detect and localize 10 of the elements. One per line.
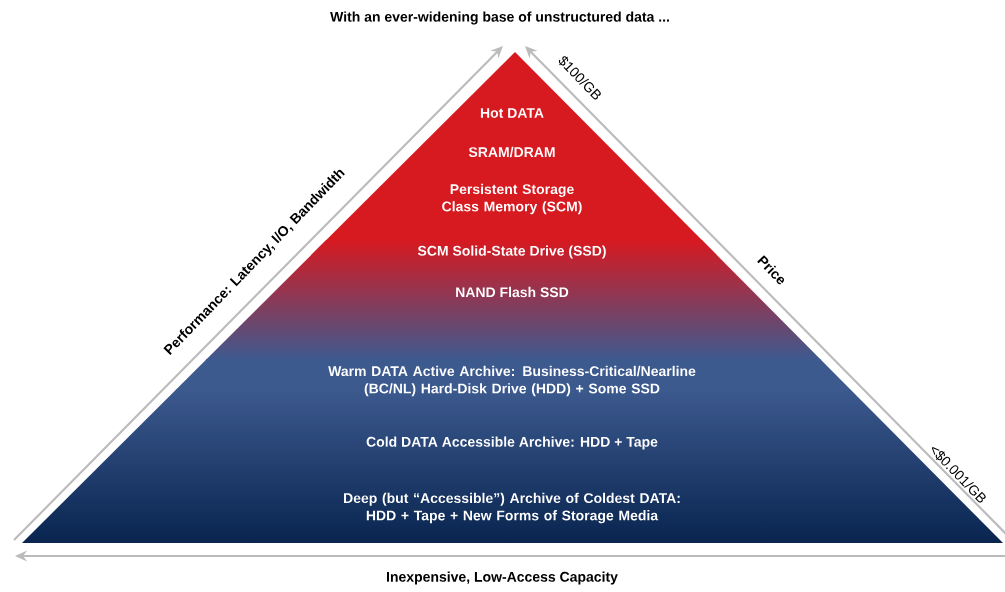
tier-label: Warm DATA Active Archive: Business-Critical/Nearline (BC/NL) Hard-Disk Drive (HDD) + Some SSD [328,365,696,397]
tier-label: SRAM/DRAM [468,146,555,158]
tier-label: NAND Flash SSD [456,286,569,298]
tier-label: SCM Solid-State Drive (SSD) [417,245,606,259]
heading: With an ever-widening base of unstructured data ... [330,11,669,25]
axis-label: Inexpensive, Low-Access Capacity [387,571,618,585]
tier-label: Persistent Storage Class Memory (SCM) [442,183,582,215]
tier-label: Deep (but “Accessible”) Archive of Coldest DATA: HDD + Tape + New Forms of Storage Media [344,492,680,524]
tier-label: Hot DATA [480,108,544,118]
tier-label: Cold DATA Accessible Archive: HDD + Tape [366,436,658,450]
